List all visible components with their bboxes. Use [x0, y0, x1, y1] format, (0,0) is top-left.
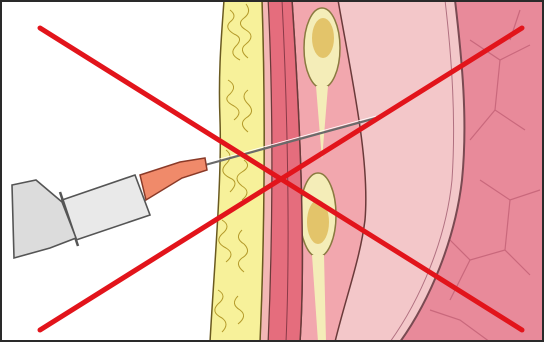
upper-nodule-core: [312, 18, 334, 58]
